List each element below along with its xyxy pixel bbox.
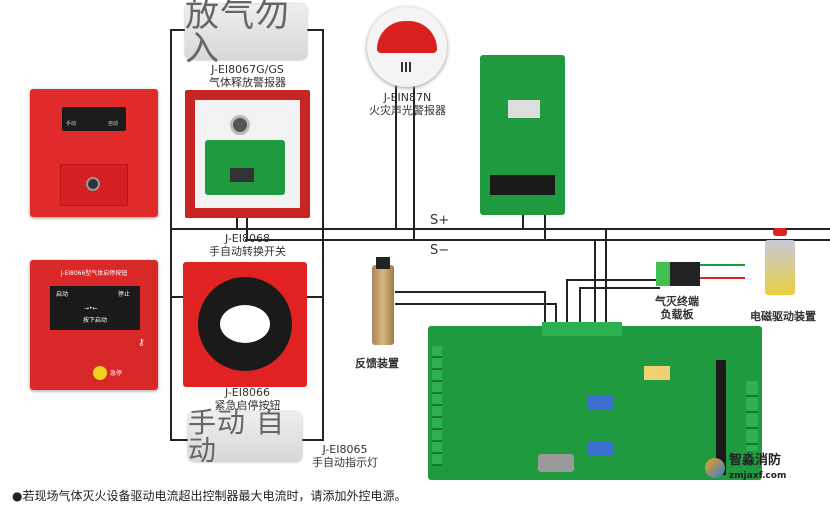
- bus-s-minus-label: S−: [430, 243, 450, 258]
- gas-release-sign-text: 放气勿入: [185, 0, 290, 69]
- logo-icon: [705, 458, 725, 478]
- manual-auto-switch-model: J-EI8068: [224, 232, 270, 245]
- switch-indicator-auto: 自动: [108, 121, 119, 127]
- wire-load-2: [579, 287, 660, 330]
- emergency-button-name: 紧急启停按钮: [214, 399, 281, 412]
- manual-auto-sign-text: 手动 自动: [188, 406, 285, 467]
- manual-auto-switch-label: J-EI8068 手自动转换开关: [195, 232, 300, 258]
- terminal-load-board-name-2: 负载板: [660, 308, 694, 321]
- manual-auto-sign: 手动 自动: [188, 406, 302, 467]
- manual-auto-indicator-model: J-EI8065: [322, 443, 368, 456]
- manual-auto-indicator-name: 手自动指示灯: [312, 456, 378, 469]
- logo-name: 智淼消防: [729, 453, 782, 468]
- panel-title: J-EI8066型气体启停按钮: [60, 270, 128, 277]
- terminal-load-board-name-1: 气灭终端: [655, 295, 699, 308]
- logo-url: zmjaxf.com: [729, 471, 787, 481]
- wire-loop-right: [302, 29, 324, 441]
- wire-load-1: [566, 279, 660, 330]
- controller-pcb: [428, 322, 762, 480]
- feedback-device: [372, 257, 394, 345]
- emergency-button-model: J-EI8066: [224, 386, 270, 399]
- emergency-button-label: J-EI8066 紧急启停按钮: [195, 386, 300, 412]
- key-icon: ⚷: [138, 338, 145, 348]
- gas-release-sign: 放气勿入: [185, 0, 307, 66]
- solenoid-driver-device: [765, 228, 795, 295]
- bus-s-plus-label: S+: [430, 213, 450, 228]
- panel-stop-label: 停止: [118, 291, 131, 298]
- panel-start-label: 启动: [56, 291, 69, 298]
- emergency-button-device: [183, 262, 307, 387]
- sound-light-alarm-device: [367, 7, 447, 87]
- solenoid-driver-label: 电磁驱动装置: [750, 310, 816, 323]
- emergency-stop-button: [93, 366, 107, 380]
- manual-auto-switch-device: 手动 自动: [30, 89, 158, 217]
- arrows-icon: →•←: [84, 305, 98, 312]
- switch-indicator-manual: 手动: [66, 121, 77, 127]
- terminal-load-board-label: 气灭终端 负载板: [655, 295, 699, 321]
- sound-light-alarm-label: J-EIN87N 火灾声光警报器: [355, 91, 460, 117]
- panel-emergency-stop-label: 急停: [110, 370, 123, 377]
- gas-release-alarm-label: J-EI8067G/GS 气体释放警报器: [195, 63, 300, 89]
- panel-press-hint: 按下启动: [83, 317, 108, 324]
- sound-light-alarm-name: 火灾声光警报器: [369, 104, 446, 117]
- start-stop-button-panel: J-EI8066型气体启停按钮 启动 停止 →•← 按下启动 急停 ⚷: [30, 260, 158, 390]
- gas-release-alarm-device: [185, 90, 310, 218]
- gas-release-alarm-name: 气体释放警报器: [209, 76, 286, 89]
- sound-light-alarm-model: J-EIN87N: [383, 91, 432, 104]
- wire-feedback-1: [395, 291, 546, 330]
- footer-note: ●若现场气体灭火设备驱动电流超出控制器最大电流时，请添加外控电源。: [12, 489, 407, 503]
- feedback-device-label: 反馈装置: [355, 357, 399, 370]
- terminal-load-board-device: [656, 262, 700, 286]
- wire-loop-left: [170, 29, 188, 441]
- key-switch-icon: [86, 177, 100, 191]
- gas-release-alarm-model: J-EI8067G/GS: [211, 63, 284, 76]
- manual-auto-switch-name: 手自动转换开关: [209, 245, 286, 258]
- bus-module-pcb: [480, 55, 565, 215]
- manual-auto-indicator-label: J-EI8065 手自动指示灯: [305, 443, 385, 469]
- wire-feedback-2: [395, 303, 557, 330]
